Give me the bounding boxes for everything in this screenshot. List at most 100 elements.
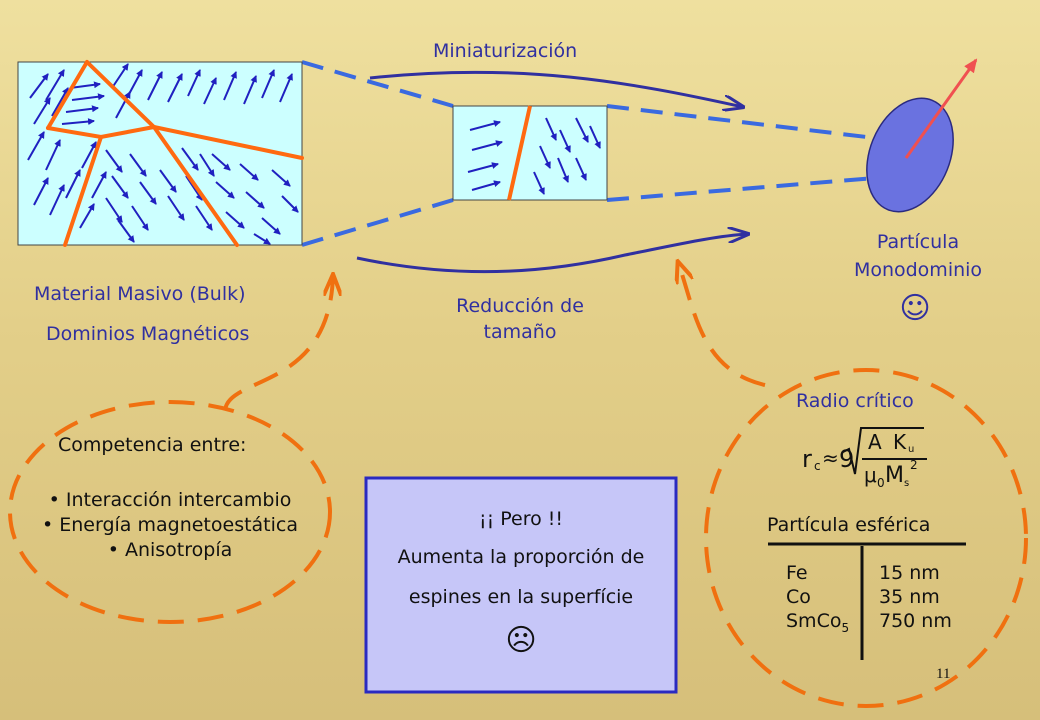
particle-line2: Monodominio — [853, 259, 983, 281]
spin-arrow — [147, 71, 163, 101]
monodomain-particle — [866, 58, 978, 213]
spin-arrow — [51, 87, 69, 117]
miniaturization-label: Miniaturización — [433, 40, 578, 62]
formula-M: M — [885, 463, 904, 488]
spin-arrow — [29, 73, 49, 99]
spin-arrow — [199, 153, 215, 177]
spin-arrow — [185, 175, 203, 201]
spin-arrow — [467, 162, 499, 173]
formula-M-sup: 2 — [910, 458, 918, 472]
spin-arrow — [195, 205, 213, 231]
bulk-material-label: Material Masivo (Bulk) — [34, 283, 246, 305]
formula-K: K — [893, 430, 907, 454]
spin-arrow — [261, 217, 281, 235]
frown-icon: ☹ — [505, 623, 537, 658]
spin-arrow — [187, 69, 201, 97]
spin-arrow — [117, 219, 135, 243]
competition-list: • Interacción intercambio • Energía magn… — [14, 488, 326, 563]
table-materials: Fe Co SmCo5 — [786, 561, 849, 640]
formula-r-sub: c — [814, 459, 821, 473]
formula-M-sub: s — [904, 478, 910, 489]
spin-arrow — [575, 117, 589, 143]
warning-box — [364, 476, 678, 694]
spin-arrow — [225, 211, 245, 229]
spin-arrow — [45, 69, 65, 101]
connector-top-right — [606, 104, 876, 140]
spin-arrow — [181, 147, 199, 171]
warning-line3: espines en la superfície — [408, 586, 634, 608]
formula-r: r — [802, 445, 812, 473]
spin-arrow — [131, 205, 149, 231]
size-reduction-arrow — [356, 234, 748, 274]
small-domain-box — [452, 105, 608, 201]
table-header: Partícula esférica — [767, 514, 931, 536]
spin-arrow — [69, 81, 101, 89]
spin-arrow — [471, 180, 501, 191]
smiley-icon: ☺ — [899, 291, 931, 326]
spin-arrow — [559, 129, 571, 153]
size-cell: 15 nm — [879, 562, 940, 584]
formula-coef: 9 — [839, 445, 855, 473]
particle-line1: Partícula — [876, 231, 960, 253]
material-cell: SmCo5 — [786, 610, 850, 635]
slide-number: 11 — [936, 666, 951, 682]
small-domain-wall — [507, 105, 532, 201]
size-cell: 750 nm — [879, 610, 952, 632]
critical-radius-loop — [678, 262, 1028, 708]
warning-text: ¡¡ Pero !! Aumenta la proporción de espi… — [366, 506, 676, 658]
spin-arrow — [105, 197, 123, 223]
formula-mu-sub: 0 — [877, 476, 885, 490]
spin-arrow — [575, 157, 587, 181]
spin-arrow — [61, 118, 95, 126]
dashed-connectors — [301, 60, 876, 247]
spin-arrow — [203, 77, 217, 105]
bulk-domain-box — [17, 60, 304, 247]
bulk-domain-walls — [46, 60, 304, 247]
connector-bottom-left — [301, 198, 454, 247]
material-cell: Co — [786, 586, 811, 608]
spin-arrow — [115, 91, 131, 119]
spin-arrow — [211, 153, 231, 171]
connector-bottom-right — [606, 176, 876, 202]
spin-arrow — [33, 97, 51, 125]
spin-arrow — [215, 181, 235, 199]
spin-arrow — [105, 149, 123, 173]
warning-line1: ¡¡ Pero !! — [478, 508, 564, 530]
formula-K-sub: u — [908, 444, 915, 455]
spin-arrow — [245, 191, 265, 209]
spin-arrow — [159, 169, 177, 193]
spin-arrow — [65, 169, 81, 199]
spin-arrow — [49, 184, 65, 216]
spin-arrow — [167, 73, 183, 103]
spin-arrow — [471, 140, 503, 151]
spin-arrow — [271, 169, 291, 187]
spin-arrow — [279, 73, 293, 103]
size-reduction-label: Reducción de tamaño — [440, 293, 600, 345]
spin-arrow — [281, 195, 299, 213]
spin-arrow — [243, 75, 257, 105]
size-cell: 35 nm — [879, 586, 940, 608]
formula-A: A — [868, 430, 882, 454]
size-reduction-line1: Reducción de — [456, 295, 584, 317]
spin-arrow — [81, 141, 97, 169]
spin-arrow — [469, 120, 501, 131]
connector-top-left — [301, 60, 454, 108]
spin-arrow — [27, 131, 45, 161]
table-lines — [768, 542, 966, 660]
spin-arrow — [261, 69, 275, 99]
spin-arrow — [111, 175, 129, 199]
spin-arrow — [65, 105, 99, 113]
competition-title: Competencia entre: — [58, 434, 247, 456]
spin-arrow — [239, 163, 259, 181]
competition-item: • Energía magnetoestática — [42, 514, 298, 536]
competition-item: • Anisotropía — [107, 539, 233, 561]
spin-arrow — [533, 171, 545, 195]
bulk-spin-arrows — [27, 63, 299, 245]
formula-mu: μ — [864, 463, 877, 487]
spin-arrow — [79, 203, 95, 229]
small-spin-arrows — [467, 117, 601, 195]
spin-arrow — [45, 139, 61, 171]
monodomain-particle-label: Partícula Monodominio — [830, 228, 1006, 284]
spin-arrow — [557, 157, 569, 183]
warning-line2: Aumenta la proporción de — [397, 546, 645, 568]
